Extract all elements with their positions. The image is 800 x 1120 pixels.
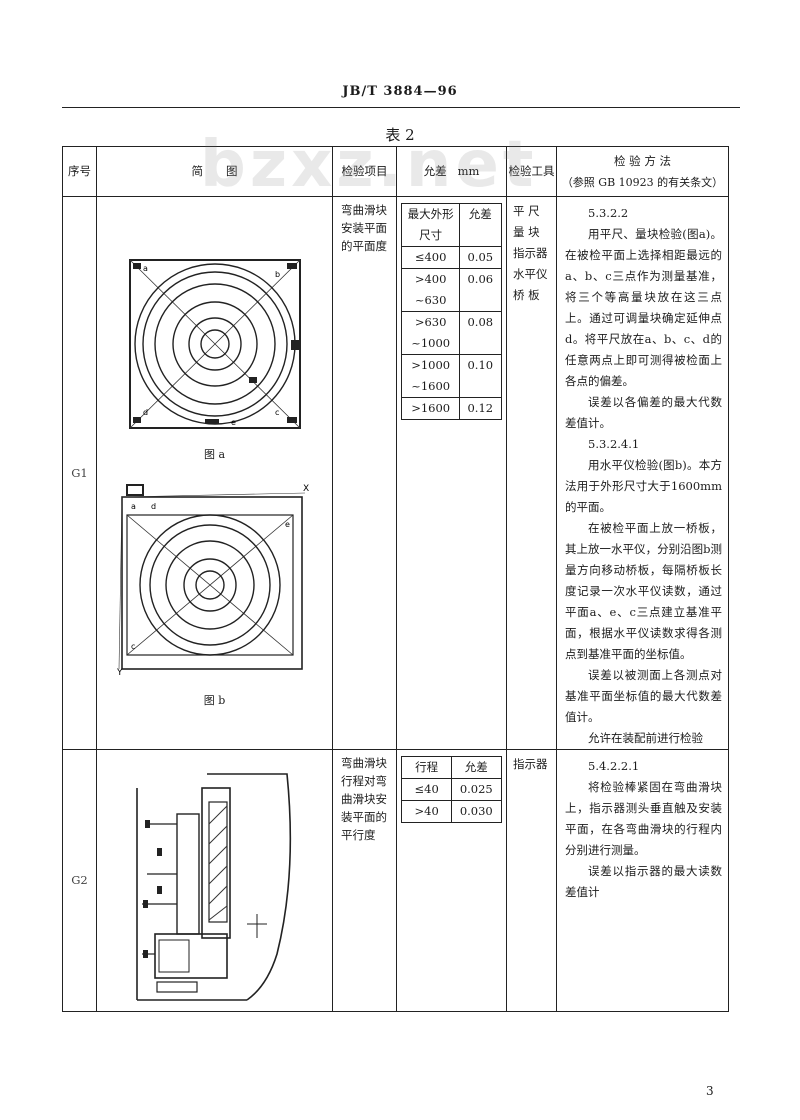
inspection-table: 序号 简 图 检验项目 允差 mm 检验工具 检 验 方 法 （参照 GB 10… [62,146,729,1012]
tol-size: ≤40 [401,778,452,801]
col-item: 检验项目 [332,146,397,197]
row-seq: G1 [62,196,97,750]
fig-a-point-e: e [231,418,236,427]
standard-number: JB/T 3884—96 [342,84,458,99]
method-paragraph: 误差以指示器的最大读数差值计 [565,864,722,899]
tol-header-value: 允差 [450,756,502,779]
method-paragraph: 将检验棒紧固在弯曲滑块上，指示器测头垂直触及安装平面，在各弯曲滑块的行程内分别进… [565,780,722,857]
tol-size: >1600 [401,397,460,420]
tol-size: >630 ~1000 [401,311,460,355]
tol-value: 0.05 [458,246,502,269]
fig-a-point-c: c [275,408,279,417]
tol-value: 0.08 [458,311,502,355]
fig-b-point-e: e [285,520,290,529]
tools-cell: 指示器 [506,749,557,1012]
table-row: G1 a b c d [62,196,729,750]
table-title: 表 2 [385,126,415,144]
row-seq: G2 [62,749,97,1012]
tol-size: ≤400 [401,246,460,269]
method-cell: 5.4.2.2.1 将检验棒紧固在弯曲滑块上，指示器测头垂直触及安装平面，在各弯… [556,749,729,1012]
fig-b-point-d: d [151,502,156,511]
col-seq: 序号 [62,146,97,197]
method-paragraph: 误差以各偏差的最大代数差值计。 [565,395,722,430]
method-paragraph: 用水平仪检验(图b)。本方法用于外形尺寸大于1600mm的平面。 [565,458,722,514]
fig-a-point-b: b [275,270,280,279]
level-icon [125,484,144,496]
tool-item: 指示器 [513,246,548,260]
method-reference: （参照 GB 10923 的有关条文） [561,175,724,189]
tool-item: 桥 板 [513,288,540,302]
diagram-cell: a b c d e 图 a X Y [96,196,333,750]
figure-b-drawing: X Y a c d e [116,484,309,678]
col-diagram: 简 图 [96,146,333,197]
clause-number: 5.3.2.2 [588,206,629,220]
tol-value: 0.030 [450,800,502,823]
tol-size: >1000 ~1600 [401,354,460,398]
table-header-row: 序号 简 图 检验项目 允差 mm 检验工具 检 验 方 法 （参照 GB 10… [62,146,729,197]
tol-header-value: 允差 [458,203,502,247]
method-cell: 5.3.2.2 用平尺、量块检验(图a)。在被检平面上选择相距最远的a、b、c三… [556,196,729,750]
figure-a-label: 图 a [203,448,226,461]
tol-size: >40 [401,800,452,823]
row-item: 弯曲滑块安装平面的平面度 [332,196,397,750]
col-tolerance: 允差 mm [396,146,507,197]
tool-item: 平 尺 [513,204,540,218]
figure-a-drawing: a b c d e [128,259,301,429]
fig-b-axis-y: Y [117,668,123,677]
tol-value: 0.025 [450,778,502,801]
fig-a-point-a: a [143,264,148,273]
col-method: 检 验 方 法 （参照 GB 10923 的有关条文） [556,146,729,197]
method-paragraph: 允许在装配前进行检验 [588,731,703,745]
clause-number: 5.3.2.4.1 [588,437,640,451]
fig-b-point-c: c [131,642,135,651]
tol-value: 0.12 [458,397,502,420]
figure-b-label: 图 b [203,694,226,707]
tool-item: 水平仪 [513,267,548,281]
clause-number: 5.4.2.2.1 [588,759,640,773]
method-paragraph: 用平尺、量块检验(图a)。在被检平面上选择相距最远的a、b、c三点作为测量基准，… [565,227,722,388]
fig-b-point-a: a [131,502,136,511]
header-rule [62,107,740,108]
tol-value: 0.10 [458,354,502,398]
diagram-cell [96,749,333,1012]
watermark: bzxz.net [200,128,538,202]
tool-item: 指示器 [513,757,548,771]
fig-a-point-d: d [143,408,148,417]
tol-value: 0.06 [458,268,502,312]
page-number: 3 [706,1084,714,1098]
method-paragraph: 在被检平面上放一桥板，其上放一水平仪，分别沿图b测量方向移动桥板，每隔桥板长度记… [565,521,722,661]
tol-header-size: 行程 [401,756,452,779]
fig-b-axis-x: X [303,484,309,494]
figure-g2-drawing [136,773,292,1001]
col-tools: 检验工具 [506,146,557,197]
row-item: 弯曲滑块行程对弯曲滑块安装平面的平行度 [332,749,397,1012]
tol-header-size: 最大外形尺寸 [401,203,460,247]
tol-size: >400 ~630 [401,268,460,312]
method-paragraph: 误差以被测面上各测点对基准平面坐标值的最大代数差值计。 [565,668,722,724]
table-row: G2 [62,749,729,1012]
tools-cell: 平 尺 量 块 指示器 水平仪 桥 板 [506,196,557,750]
tool-item: 量 块 [513,225,540,239]
